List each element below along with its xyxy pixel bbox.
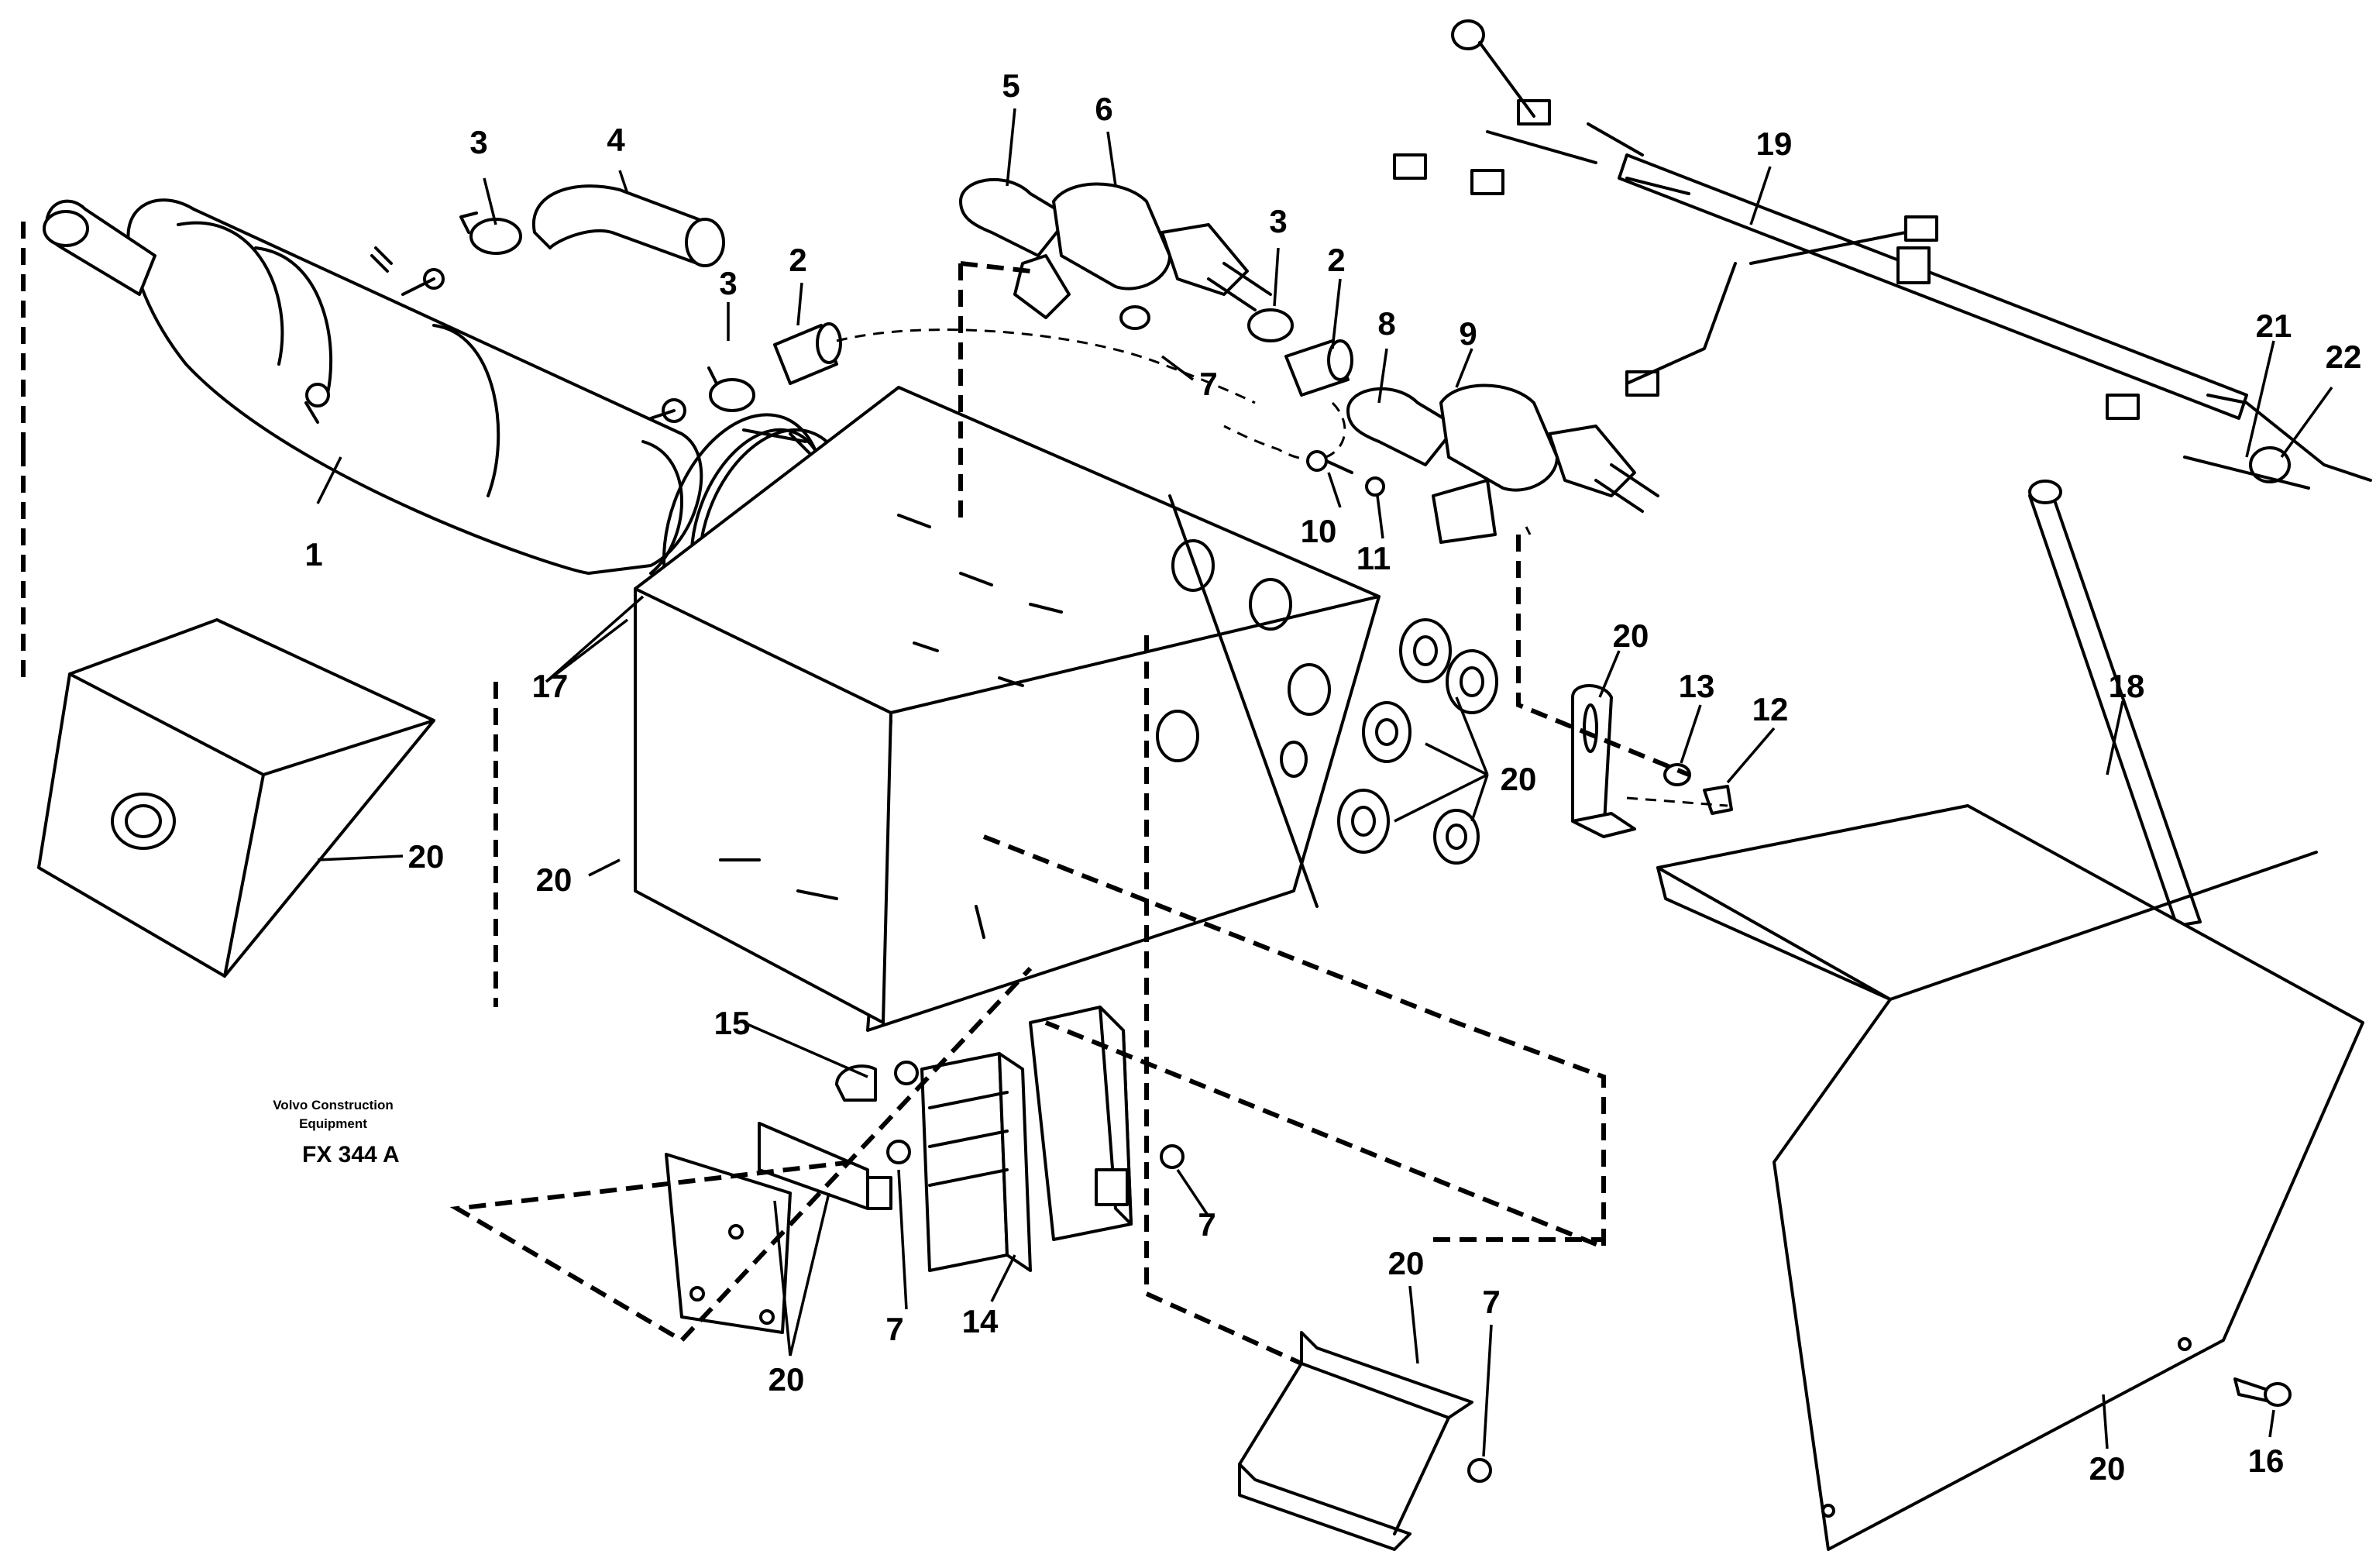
upper-valve (959, 177, 1272, 330)
relay-assembly (665, 1006, 1185, 1334)
callout-7: 7 (1199, 366, 1217, 402)
callout-12: 12 (1752, 691, 1789, 727)
left-cover (37, 618, 435, 978)
caption-company: Volvo Construction (273, 1098, 394, 1112)
callout-7: 7 (885, 1311, 903, 1347)
callout-3: 3 (469, 124, 487, 160)
callout-11: 11 (1356, 540, 1391, 576)
callout-20: 20 (2089, 1450, 2126, 1487)
wiring-harness (1393, 19, 2372, 490)
callout-7: 7 (1198, 1206, 1216, 1243)
callout-13: 13 (1679, 668, 1715, 704)
lower-bracket (1238, 1331, 1492, 1551)
callout-18: 18 (2109, 668, 2145, 704)
callout-9: 9 (1459, 315, 1477, 352)
lower-valve (1306, 383, 1659, 544)
callout-20: 20 (408, 838, 445, 875)
callout-8: 8 (1377, 305, 1395, 342)
callout-20: 20 (769, 1361, 805, 1398)
callout-15: 15 (714, 1005, 751, 1041)
hose-and-clamps (459, 184, 1353, 461)
callout-10: 10 (1301, 513, 1337, 549)
callout-20: 20 (1613, 617, 1649, 654)
main-housing (634, 386, 1381, 1032)
caption-code: FX 344 A (302, 1142, 400, 1167)
callout-16: 16 (2248, 1442, 2285, 1479)
assembly-lines (21, 221, 1728, 1366)
callout-3: 3 (719, 265, 737, 301)
callout-4: 4 (607, 122, 625, 158)
bracket (1571, 684, 1733, 838)
callout-labels: 1 3 4 3 2 5 6 7 3 2 8 9 10 11 19 21 22 1… (304, 67, 2361, 1487)
callout-6: 6 (1095, 91, 1112, 127)
callout-1: 1 (304, 536, 322, 573)
callout-21: 21 (2256, 308, 2292, 344)
figure-caption: Volvo Construction Equipment FX 344 A (273, 1098, 399, 1167)
callout-22: 22 (2326, 339, 2362, 375)
callout-7: 7 (1482, 1284, 1500, 1320)
leader-lines (316, 108, 2333, 1457)
grommets (1337, 618, 1498, 865)
callout-5: 5 (1002, 67, 1020, 104)
callout-20: 20 (1388, 1245, 1425, 1281)
callout-19: 19 (1756, 126, 1793, 162)
caption-company-line2: Equipment (299, 1116, 367, 1131)
callout-2: 2 (789, 242, 806, 278)
callout-2: 2 (1327, 242, 1345, 278)
callout-14: 14 (962, 1303, 999, 1339)
heater-body (43, 198, 703, 575)
callout-3: 3 (1269, 203, 1287, 239)
right-cover (1656, 804, 2364, 1551)
support-rod (2028, 480, 2202, 927)
callout-20: 20 (536, 861, 573, 898)
callout-20: 20 (1501, 761, 1537, 797)
callout-17: 17 (532, 668, 569, 704)
